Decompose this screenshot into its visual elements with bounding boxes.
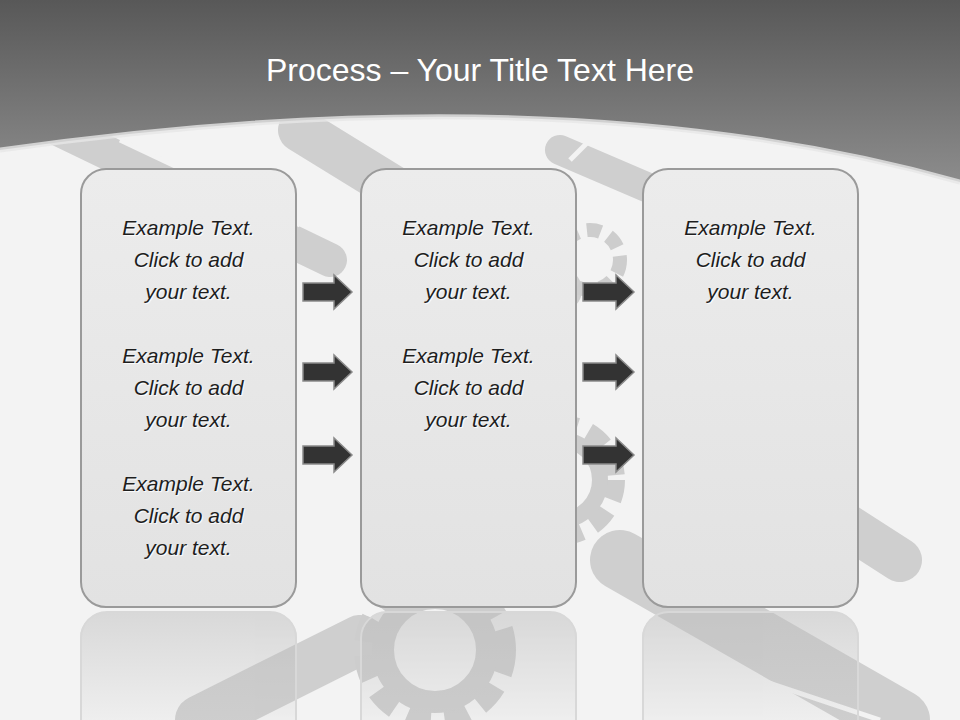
block-arrow <box>583 438 634 472</box>
step-text: Example Text. Click to add your text. <box>111 340 267 436</box>
step-text: Example Text. Click to add your text. <box>391 340 547 436</box>
step-text: Example Text. Click to add your text. <box>673 212 829 308</box>
process-box: Example Text. Click to add your text. Exa… <box>360 168 577 608</box>
slide-title: Process – Your Title Text Here <box>0 52 960 89</box>
block-arrow <box>303 438 352 472</box>
process-box: Example Text. Click to add your text. Exa… <box>80 168 297 608</box>
block-arrow <box>583 275 634 309</box>
step-text: Example Text. Click to add your text. <box>391 212 547 308</box>
step-text: Example Text. Click to add your text. <box>111 212 267 308</box>
block-arrow <box>583 355 634 389</box>
process-box: Example Text. Click to add your text. <box>642 168 859 608</box>
step-text: Example Text. Click to add your text. <box>111 468 267 564</box>
block-arrow <box>303 275 352 309</box>
block-arrow <box>303 355 352 389</box>
